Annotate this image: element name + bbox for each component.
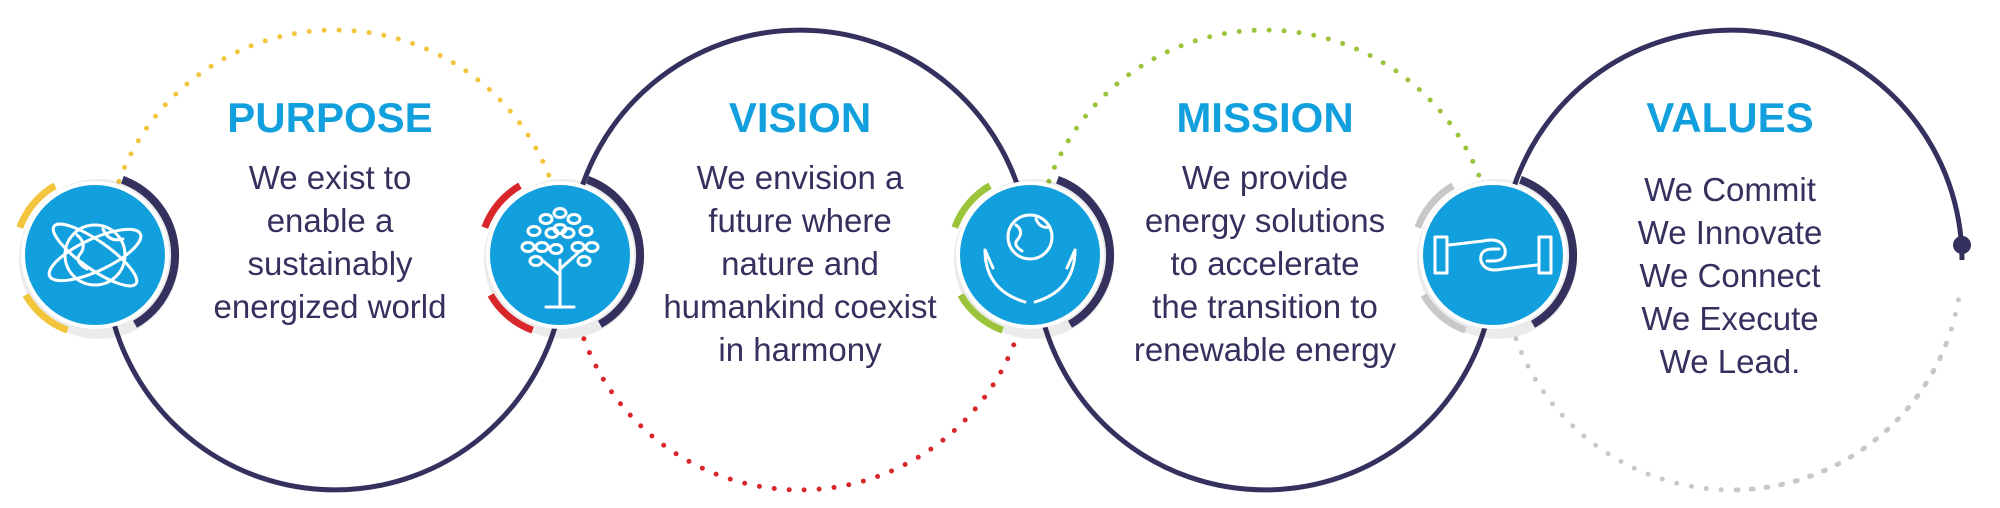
navy-arc bbox=[1056, 176, 1114, 328]
navy-arc bbox=[121, 176, 179, 328]
navy-arc bbox=[586, 176, 644, 328]
cuff-left bbox=[1433, 235, 1449, 275]
purpose-title: PURPOSE bbox=[227, 94, 433, 141]
mission-line: energy solutions bbox=[1144, 202, 1386, 239]
mission-solid-arc bbox=[1036, 297, 1494, 493]
mission-line: the transition to bbox=[1152, 288, 1378, 325]
navy-arc bbox=[1519, 176, 1577, 328]
handshake-icon bbox=[1414, 176, 1577, 339]
icon-disc bbox=[21, 181, 169, 329]
values-text: We Commit We Innovate We Connect We Exec… bbox=[1580, 168, 1880, 383]
icon-disc bbox=[956, 181, 1104, 329]
tree-trunk bbox=[540, 251, 580, 309]
tree-leaf bbox=[552, 223, 568, 235]
values-block: VALUES We Commit We Innovate We Connect … bbox=[1580, 94, 1880, 383]
values-title: VALUES bbox=[1646, 94, 1814, 141]
values-solid-arc bbox=[1503, 27, 1961, 223]
mission-block: MISSION We provide energy solutions to a… bbox=[1105, 94, 1425, 371]
tree-leaf bbox=[578, 225, 594, 237]
cuff-right bbox=[1537, 235, 1553, 275]
values-line: We Connect bbox=[1639, 257, 1821, 294]
accent-arc bbox=[951, 182, 992, 229]
vision-text: We envision a future where nature and hu… bbox=[640, 156, 960, 371]
orbit-ring bbox=[51, 222, 139, 288]
mission-line: renewable energy bbox=[1133, 331, 1397, 368]
tree-leaf bbox=[566, 213, 582, 225]
vision-line: nature and bbox=[721, 245, 879, 282]
purpose-block: PURPOSE We exist to enable a sustainably… bbox=[180, 94, 480, 328]
purpose-line: energized world bbox=[213, 288, 447, 325]
clasped-hands bbox=[1447, 238, 1539, 272]
vision-solid-arc bbox=[571, 27, 1029, 223]
tree-leaf bbox=[552, 207, 568, 219]
accent-arc bbox=[487, 293, 534, 334]
vision-line: in harmony bbox=[718, 331, 882, 368]
continent-lines bbox=[1014, 217, 1052, 253]
tree-leaf bbox=[538, 213, 554, 225]
values-line: We Commit bbox=[1644, 171, 1816, 208]
vision-title: VISION bbox=[728, 94, 872, 141]
orbit-ring bbox=[47, 227, 143, 283]
mission-line: to accelerate bbox=[1170, 245, 1360, 282]
values-line: We Lead. bbox=[1659, 343, 1801, 380]
tree-leaf bbox=[526, 225, 542, 237]
mission-title: MISSION bbox=[1176, 94, 1354, 141]
tree-icon bbox=[481, 176, 644, 339]
accent-arc bbox=[1420, 293, 1467, 334]
vision-line: future where bbox=[708, 202, 892, 239]
tree-leaf bbox=[576, 255, 592, 267]
tree-leaf bbox=[534, 241, 550, 253]
continent-lines bbox=[75, 227, 125, 271]
hands-globe-icon bbox=[951, 176, 1114, 339]
vision-block: VISION We envision a future where nature… bbox=[640, 94, 960, 371]
values-line: We Innovate bbox=[1637, 214, 1823, 251]
vision-line: We envision a bbox=[696, 159, 904, 196]
icon-disc bbox=[1419, 181, 1567, 329]
tree-leaf bbox=[548, 243, 564, 255]
purpose-text: We exist to enable a sustainably energiz… bbox=[180, 156, 480, 328]
mission-text: We provide energy solutions to accelerat… bbox=[1105, 156, 1425, 371]
tree-leaf bbox=[570, 241, 586, 253]
mission-line: We provide bbox=[1181, 159, 1349, 196]
vision-line: humankind coexist bbox=[663, 288, 937, 325]
tree-leaf bbox=[584, 241, 600, 253]
end-dot bbox=[1953, 236, 1971, 254]
icon-layer bbox=[16, 176, 1577, 339]
accent-arc bbox=[22, 293, 69, 334]
purpose-line: We exist to bbox=[248, 159, 412, 196]
values-line: We Execute bbox=[1641, 300, 1819, 337]
accent-arc bbox=[481, 182, 522, 229]
tree-leaf bbox=[528, 255, 544, 267]
globe-outline bbox=[1006, 213, 1054, 261]
accent-arc bbox=[957, 293, 1004, 334]
icon-disc bbox=[486, 181, 634, 329]
values-dotted-tail bbox=[1729, 297, 1961, 493]
purpose-line: enable a bbox=[266, 202, 394, 239]
purpose-line: sustainably bbox=[247, 245, 413, 282]
accent-arc bbox=[16, 182, 57, 229]
cupped-hands bbox=[983, 248, 1077, 304]
purpose-solid-arc bbox=[106, 297, 564, 493]
globe-orbit-icon bbox=[16, 176, 179, 339]
tree-leaf bbox=[520, 241, 536, 253]
accent-arc bbox=[1414, 182, 1455, 229]
